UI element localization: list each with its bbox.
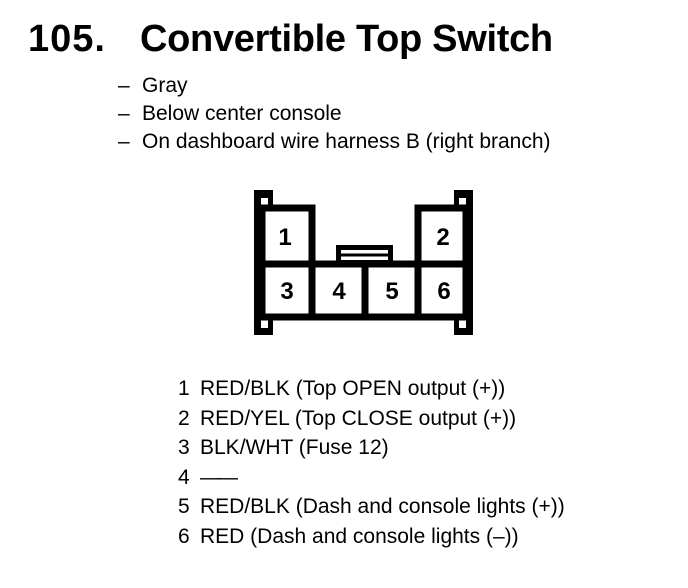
tab-right-top-lip [454, 198, 459, 206]
pin-legend: 1 RED/BLK (Top OPEN output (+)) 2 RED/YEL … [178, 374, 565, 551]
pin-3-number: 3 [280, 278, 293, 305]
legend-row-5: 5 RED/BLK (Dash and console lights (+)) [178, 492, 565, 522]
connector-diagram: 1 2 3 4 5 6 [254, 190, 473, 335]
legend-row-4: 4 —— [178, 463, 565, 493]
pin-4-number: 4 [332, 278, 346, 305]
page-title: Convertible Top Switch [140, 18, 553, 60]
legend-row-3: 3 BLK/WHT (Fuse 12) [178, 433, 565, 463]
pin-6-number: 6 [437, 278, 450, 305]
pin-1-number: 1 [278, 224, 291, 251]
connector-tab-left [254, 190, 273, 335]
legend-row-6: 6 RED (Dash and console lights (–)) [178, 522, 565, 552]
detail-bullets: –Gray –Below center console –On dashboar… [118, 72, 551, 156]
tab-right-bottom-flange [454, 328, 473, 335]
connector-latch [336, 245, 393, 265]
legend-wire-label: RED/BLK (Top OPEN output (+)) [200, 377, 506, 400]
legend-pin-number: 3 [178, 436, 190, 459]
legend-pin-number: 5 [178, 495, 190, 518]
legend-no-wire-dash: —— [200, 465, 238, 489]
latch-stripe [341, 256, 388, 260]
legend-pin-number: 2 [178, 406, 190, 430]
legend-pin-number: 1 [178, 377, 190, 400]
connector-pin-numbers: 1 2 3 4 5 6 [278, 224, 450, 305]
detail-line-color: –Gray [118, 72, 551, 100]
legend-row-2: 2 RED/YEL (Top CLOSE output (+)) [178, 404, 565, 434]
tab-right-top-flange [454, 190, 473, 198]
bullet-dash: – [118, 130, 130, 153]
legend-wire-label: RED/YEL (Top CLOSE output (+)) [200, 406, 517, 430]
tab-right-bottom-lip [454, 320, 459, 328]
pin-2-number: 2 [436, 224, 449, 251]
bullet-dash: – [118, 74, 130, 97]
pin-3-cavity [258, 260, 316, 321]
detail-line-harness: –On dashboard wire harness B (right bran… [118, 128, 551, 156]
tab-left-strip [254, 190, 261, 335]
detail-text: Gray [142, 74, 188, 97]
connector-tab-right [454, 190, 473, 335]
legend-pin-number: 4 [178, 465, 190, 489]
legend-wire-label: RED/BLK (Dash and console lights (+)) [200, 495, 565, 518]
pin-5-number: 5 [385, 278, 398, 305]
detail-line-location: –Below center console [118, 100, 551, 128]
legend-pin-number: 6 [178, 524, 190, 548]
bullet-dash: – [118, 102, 130, 125]
page-header: 105. Convertible Top Switch [0, 18, 688, 64]
latch-stripe [341, 250, 388, 254]
connector-cavities [258, 204, 470, 321]
detail-text: On dashboard wire harness B (right branc… [142, 130, 551, 153]
section-number: 105. [28, 18, 106, 60]
tab-left-top-flange [254, 190, 273, 198]
legend-wire-label: RED (Dash and console lights (–)) [200, 524, 519, 548]
legend-wire-label: BLK/WHT (Fuse 12) [200, 436, 389, 459]
legend-row-1: 1 RED/BLK (Top OPEN output (+)) [178, 374, 565, 404]
tab-left-top-lip [268, 198, 273, 206]
tab-right-strip [466, 190, 473, 335]
tab-left-bottom-flange [254, 328, 273, 335]
tab-left-bottom-lip [268, 320, 273, 328]
latch-body [336, 245, 393, 265]
detail-text: Below center console [142, 102, 342, 125]
